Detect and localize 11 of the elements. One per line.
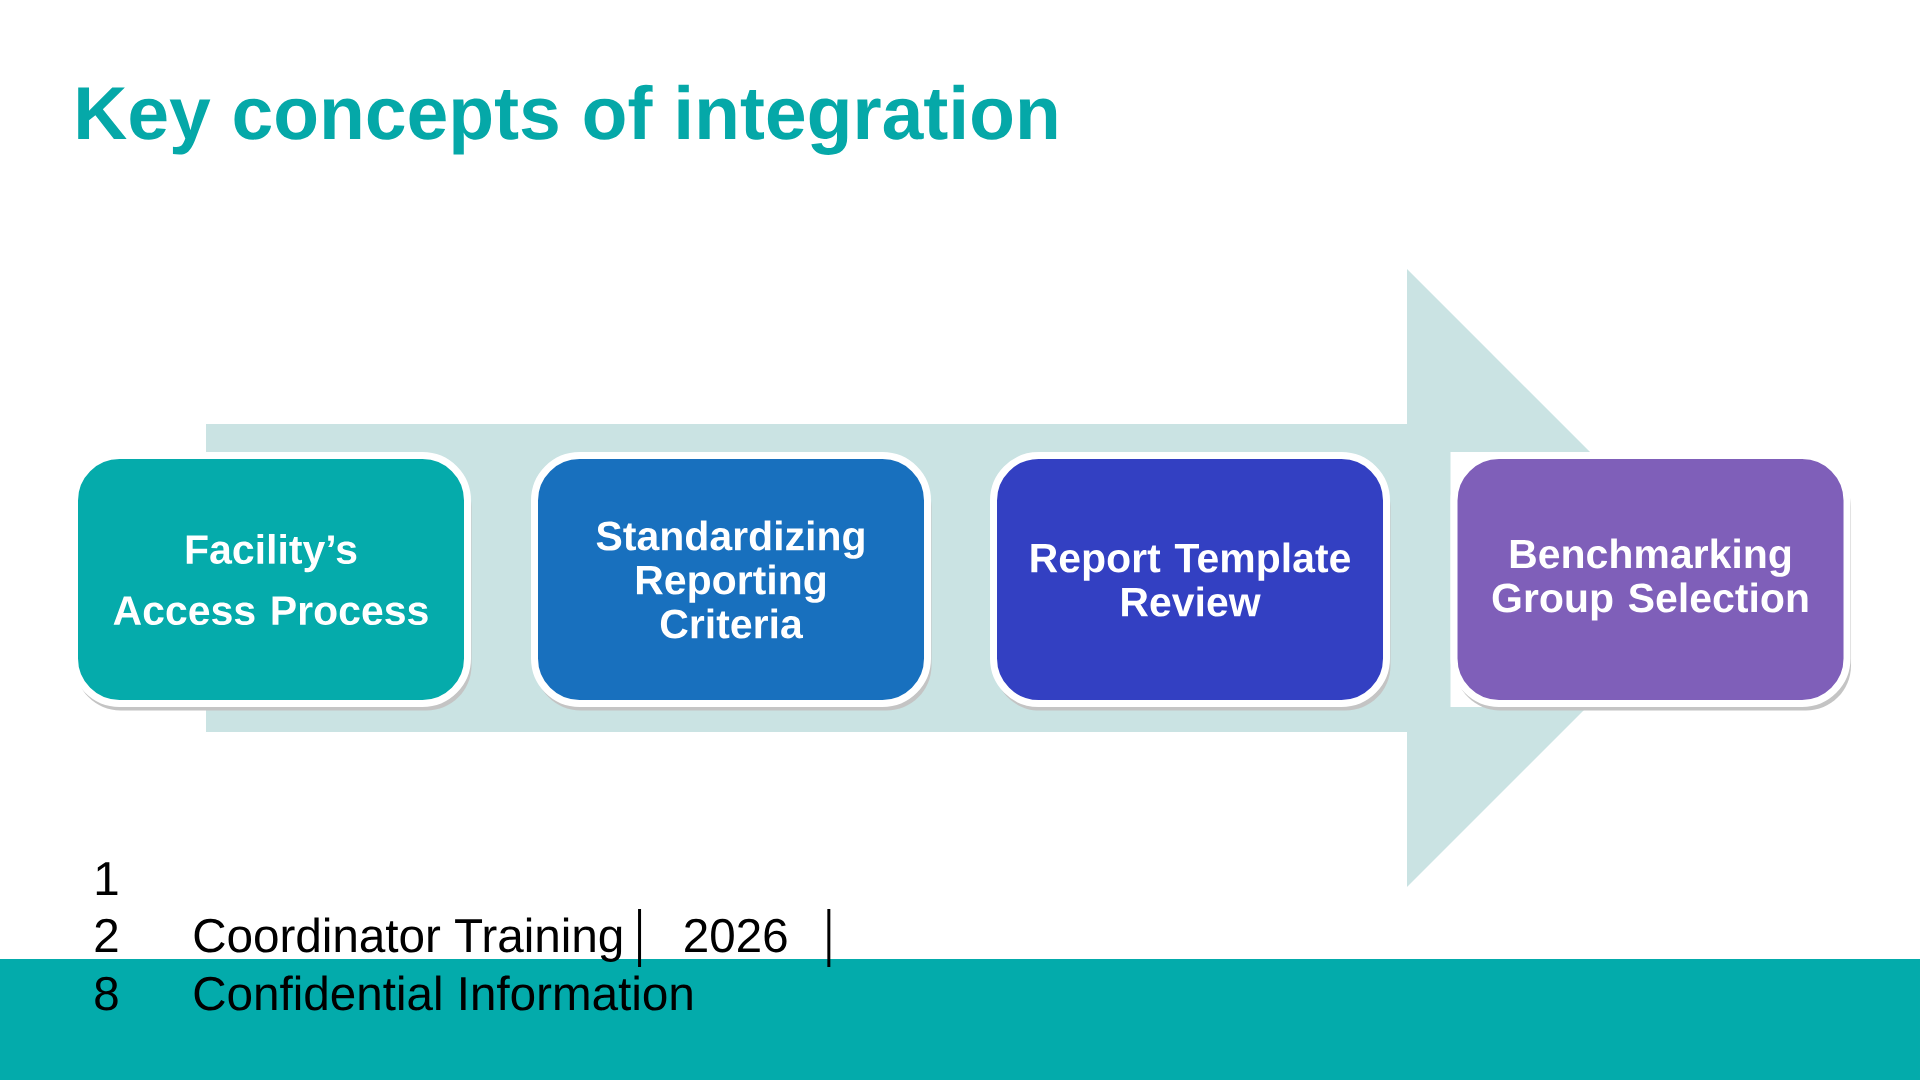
process-box: Standardizing Reporting Criteria [531,452,932,711]
process-box: Report Template Review [990,452,1391,711]
footer-text: 2026 [685,918,787,953]
page-number: 1 [96,862,118,895]
page-number: 2 [95,918,118,952]
footer-text: Coordinator Training [194,917,622,962]
footer-text: Confidential Information [194,975,692,1011]
process-box: Facility’s Access Process [71,452,472,711]
process-box: Benchmarking Group Selection [1450,452,1851,711]
page-number: 8 [95,976,118,1011]
slide-title: Key concepts of integration [78,84,1057,155]
